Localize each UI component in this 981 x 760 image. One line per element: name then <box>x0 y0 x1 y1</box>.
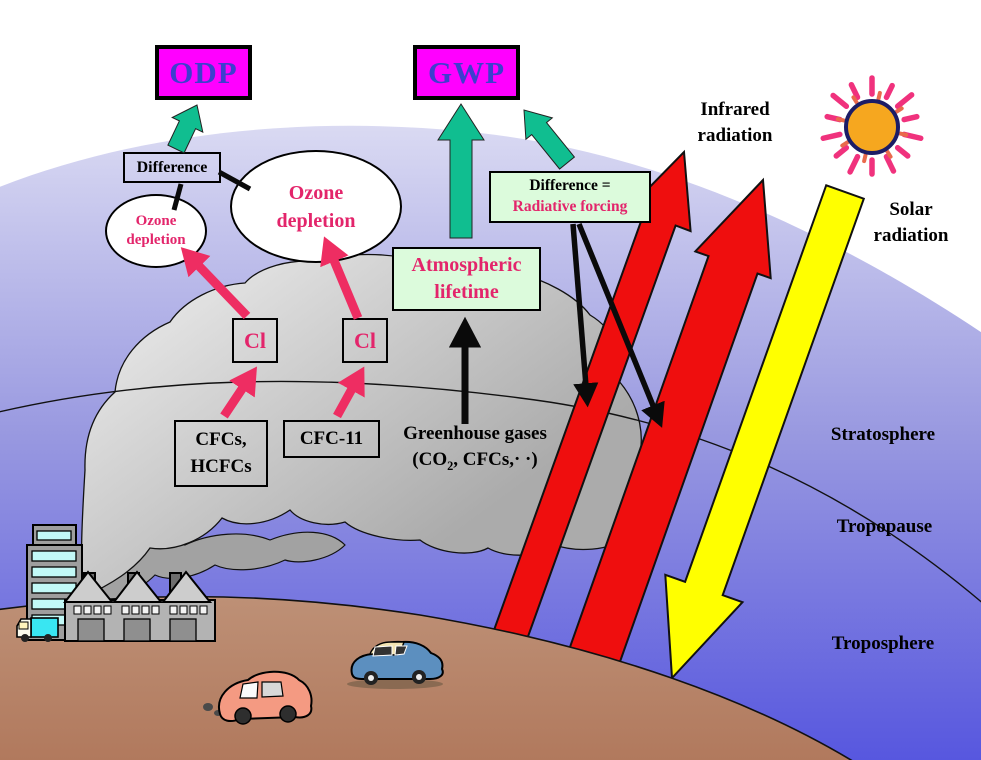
solar-radiation-label: Solar radiation <box>851 197 971 248</box>
truck-icon <box>16 617 59 642</box>
radiative-line2: Radiative forcing <box>512 198 628 215</box>
lifetime-line2: lifetime <box>434 281 499 303</box>
sun-icon <box>820 75 924 177</box>
troposphere-label: Troposphere <box>831 633 935 654</box>
lifetime-line1: Atmospheric <box>411 254 522 276</box>
solar-arrow <box>664 184 866 681</box>
vintage-car-icon <box>347 640 444 689</box>
cfc11-box: CFC-11 <box>283 420 380 458</box>
greenhouse-line1: Greenhouse gases <box>385 421 565 447</box>
infrared-radiation-label: Infrared radiation <box>675 97 795 148</box>
cl-box-2: Cl <box>342 318 388 363</box>
greenhouse-line2-post: , CFCs,· ·) <box>453 448 538 470</box>
ozone-large-line2: depletion <box>276 209 356 232</box>
ozone-large-line1: Ozone <box>288 181 344 204</box>
greenhouse-line1-text: Greenhouse gases <box>403 423 547 444</box>
greenhouse-subscript: 2 <box>447 458 454 473</box>
gwp-label: GWP <box>427 54 506 90</box>
stratosphere-label: Stratosphere <box>830 424 936 445</box>
atmospheric-lifetime-box: Atmospheric lifetime <box>392 247 541 311</box>
infrared-line2: radiation <box>697 124 773 146</box>
ozone-depletion-ellipse-large: Ozone depletion <box>230 150 402 263</box>
cfcs-hcfcs-box: CFCs, HCFCs <box>174 420 268 487</box>
cl-box-1: Cl <box>232 318 278 363</box>
greenhouse-line2-pre: (CO <box>412 448 448 470</box>
odp-box: ODP <box>155 45 252 100</box>
radiative-forcing-box: Difference = Radiative forcing <box>489 171 651 223</box>
car-icon <box>203 670 313 725</box>
cl-label-2: Cl <box>354 327 376 353</box>
greenhouse-gases-label: Greenhouse gases (CO2, CFCs,· ·) <box>385 421 565 474</box>
cfcs-line1: CFCs, <box>195 428 247 450</box>
ozone-small-line1: Ozone <box>135 212 177 229</box>
odp-label: ODP <box>169 54 238 90</box>
tropopause-label: Tropopause <box>836 516 933 537</box>
cfc11-label: CFC-11 <box>299 428 364 449</box>
radiative-line1: Difference = <box>529 177 611 195</box>
factory-icon <box>62 570 216 642</box>
difference-label: Difference <box>136 158 208 176</box>
ozone-depletion-ellipse-small: Ozone depletion <box>105 194 207 268</box>
solar-line1: Solar <box>889 199 933 220</box>
cfcs-line2: HCFCs <box>190 455 252 477</box>
cl-label-1: Cl <box>244 327 266 353</box>
solar-line2: radiation <box>873 224 949 246</box>
tropopause-line <box>0 380 981 603</box>
ozone-small-line2: depletion <box>126 232 186 248</box>
infrared-line1: Infrared <box>700 99 770 120</box>
gwp-box: GWP <box>413 45 520 100</box>
greenhouse-line2: (CO2, CFCs,· ·) <box>385 447 565 474</box>
difference-box: Difference <box>123 152 221 183</box>
infrared-arrow-wide <box>567 177 772 670</box>
